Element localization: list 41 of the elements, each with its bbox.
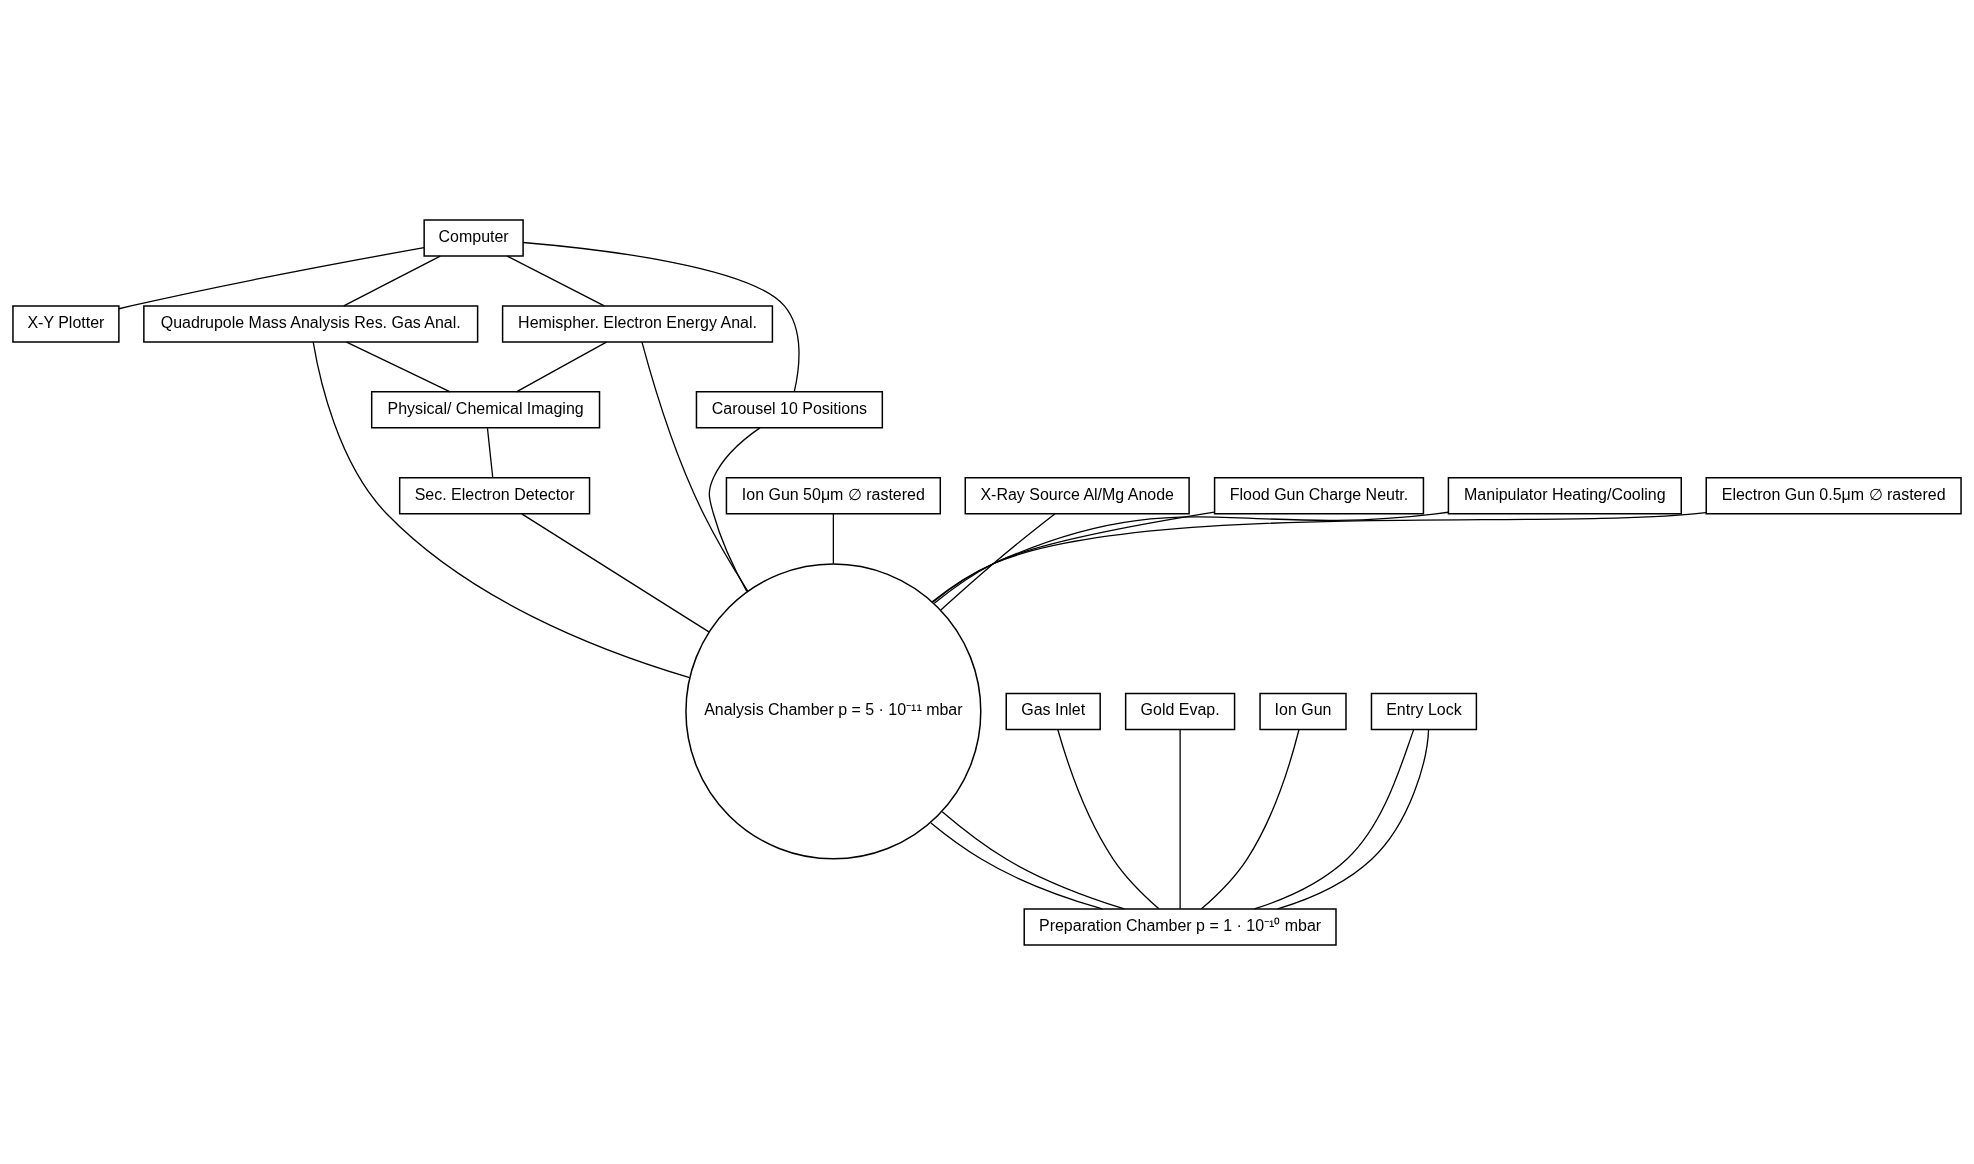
- node-box: Sec. Electron Detector: [398, 476, 591, 515]
- connector: [345, 340, 451, 392]
- connector: [515, 340, 608, 392]
- node-box: Quadrupole Mass Analysis Res. Gas Anal.: [143, 304, 479, 343]
- connector: [1057, 728, 1160, 909]
- connector: [708, 426, 761, 592]
- connector: [1200, 728, 1300, 909]
- connector: [506, 255, 605, 307]
- connector: [1253, 728, 1415, 910]
- connector: [522, 241, 800, 392]
- connector: [1179, 728, 1181, 909]
- node-box: Ion Gun 50μm ∅ rastered: [725, 476, 942, 515]
- connector: [521, 512, 710, 633]
- node-box: Entry Lock: [1370, 692, 1478, 730]
- node-box: Ion Gun: [1259, 692, 1347, 730]
- node-box: Hemispher. Electron Energy Anal.: [501, 304, 774, 343]
- node-box: Computer: [423, 218, 524, 257]
- node-box: Physical/ Chemical Imaging: [370, 390, 601, 429]
- connector: [930, 821, 1103, 910]
- connector: [931, 511, 1707, 602]
- node-box: X-Ray Source Al/Mg Anode: [964, 476, 1190, 515]
- connector: [343, 255, 441, 307]
- node-box: Preparation Chamber p = 1 · 10⁻¹⁰ mbar: [1023, 907, 1337, 946]
- connector: [832, 512, 834, 564]
- connector: [932, 511, 1449, 603]
- connector: [1277, 728, 1430, 910]
- connector: [933, 510, 1215, 604]
- node-box: Gold Evap.: [1124, 692, 1236, 730]
- node-box: Gas Inlet: [1005, 692, 1101, 730]
- connector: [312, 341, 691, 678]
- connector: [940, 512, 1056, 611]
- node-box: X-Y Plotter: [12, 304, 120, 343]
- connector: [486, 427, 494, 478]
- connector: [641, 341, 749, 592]
- node-box: Flood Gun Charge Neutr.: [1213, 476, 1425, 515]
- node-box: Manipulator Heating/Cooling: [1447, 476, 1682, 515]
- node-box: Electron Gun 0.5μm ∅ rastered: [1705, 476, 1962, 515]
- node-circle: Analysis Chamber p = 5 · 10⁻¹¹ mbar: [685, 562, 982, 860]
- connector: [118, 246, 425, 309]
- connector: [941, 810, 1125, 910]
- node-box: Carousel 10 Positions: [695, 390, 884, 429]
